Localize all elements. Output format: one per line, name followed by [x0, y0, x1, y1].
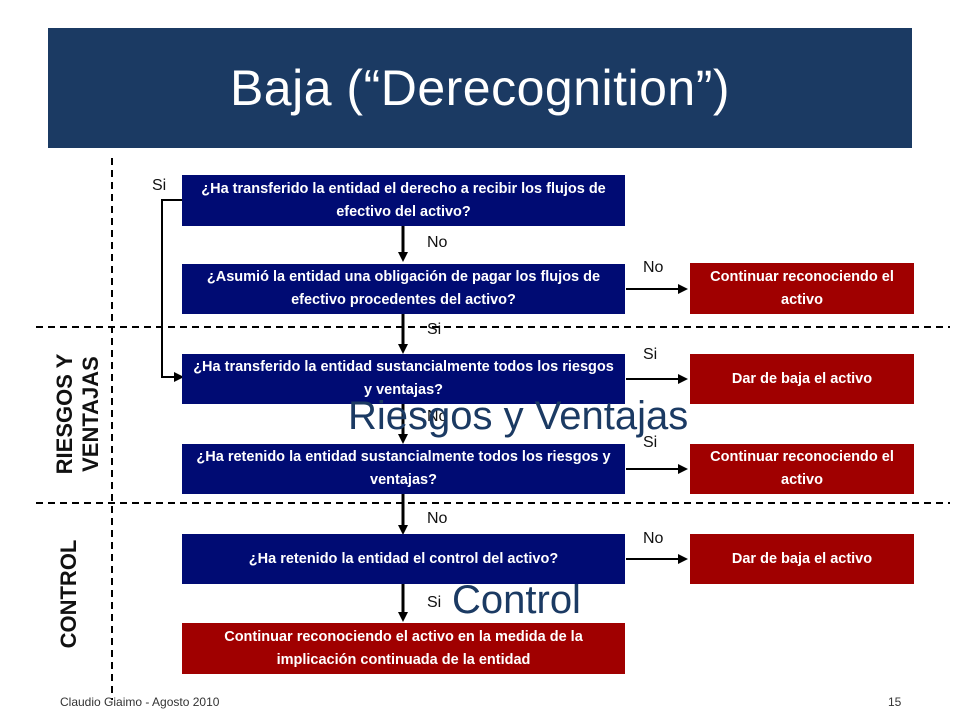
question-box-5: ¿Ha retenido la entidad el control del a…: [182, 534, 625, 584]
title-bar: Baja (“Derecognition”): [48, 28, 912, 148]
result-box-2: Dar de baja el activo: [690, 354, 914, 404]
si-bypass-arrow: [161, 199, 184, 382]
result-box-3: Continuar reconociendo el activo: [690, 444, 914, 494]
footer-author: Claudio Giaimo - Agosto 2010: [60, 695, 220, 709]
section-label-riesgos-line1: RIESGOS Y: [52, 353, 77, 475]
section-label-riesgos: RIESGOS Y VENTAJAS: [52, 324, 104, 504]
result-box-4: Dar de baja el activo: [690, 534, 914, 584]
label-si-q2: Si: [427, 321, 442, 338]
label-no-q1: No: [427, 234, 448, 251]
result-box-final: Continuar reconociendo el activo en la m…: [182, 623, 625, 674]
result-box-1: Continuar reconociendo el activo: [690, 263, 914, 314]
footer-page-number: 15: [888, 695, 902, 709]
label-no-q4: No: [427, 510, 448, 527]
section-label-riesgos-line2: VENTAJAS: [78, 356, 103, 472]
label-no-q2: No: [643, 259, 664, 276]
label-si-q1: Si: [152, 177, 167, 194]
question-box-4: ¿Ha retenido la entidad sustancialmente …: [182, 444, 625, 494]
question-box-3: ¿Ha transferido la entidad sustancialmen…: [182, 354, 625, 404]
label-no-q5: No: [643, 530, 664, 547]
slide-title: Baja (“Derecognition”): [229, 60, 731, 116]
label-no-q3: No: [427, 408, 448, 425]
label-si-q5: Si: [427, 594, 442, 611]
overlay-control: Control: [452, 578, 581, 622]
label-si-q3: Si: [643, 346, 658, 363]
label-si-q4: Si: [643, 434, 658, 451]
question-box-2: ¿Asumió la entidad una obligación de pag…: [182, 264, 625, 314]
overlay-riesgos-ventajas: Riesgos y Ventajas: [348, 394, 689, 438]
question-box-1: ¿Ha transferido la entidad el derecho a …: [182, 175, 625, 226]
section-label-control: CONTROL: [56, 539, 81, 649]
